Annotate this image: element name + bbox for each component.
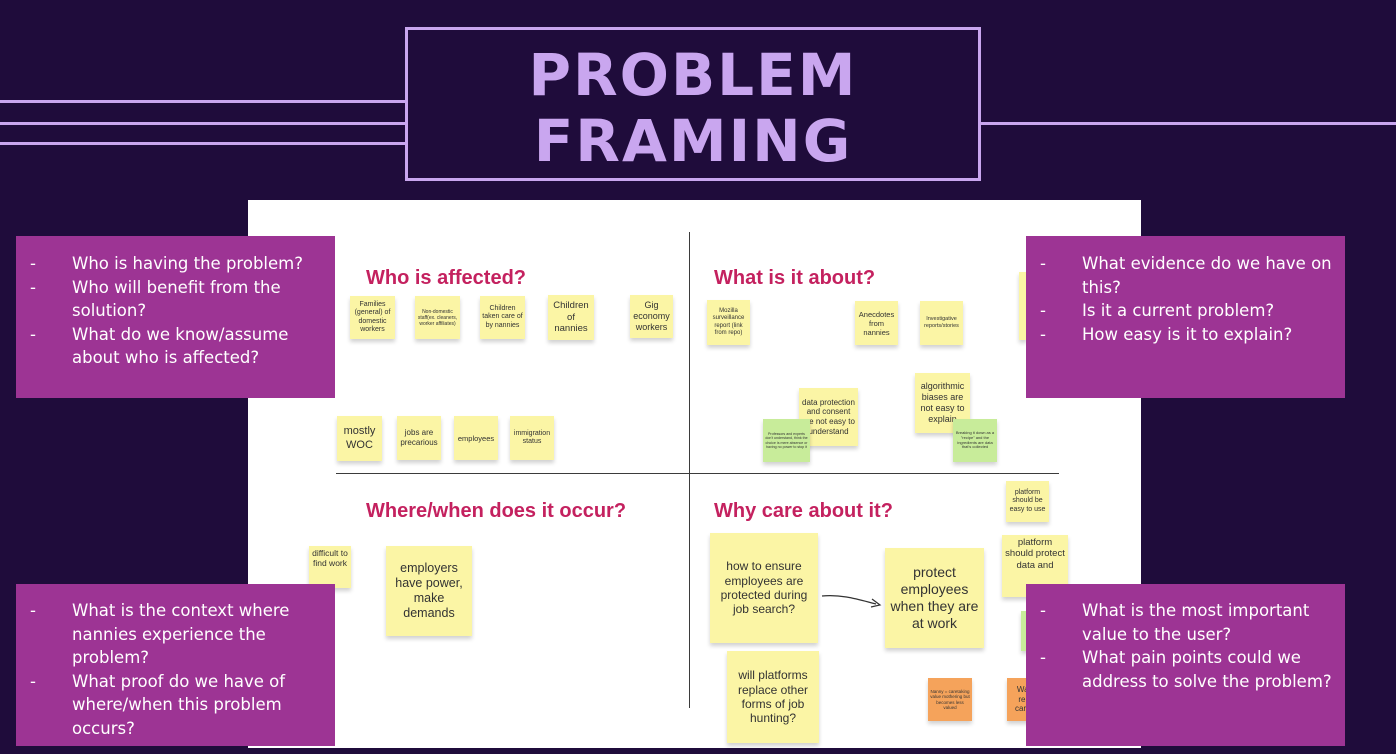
heading-why-care: Why care about it? xyxy=(714,500,893,522)
decorative-line xyxy=(0,100,405,103)
arrow-icon xyxy=(821,595,882,608)
sticky-note[interactable]: Non-domestic staff(ex. cleaners, worker … xyxy=(415,296,460,339)
question-item: What proof do we have of where/when this… xyxy=(16,670,335,741)
title-box: PROBLEM FRAMING xyxy=(405,27,981,181)
sticky-note[interactable] xyxy=(1019,272,1027,340)
question-item: Is it a current problem? xyxy=(1026,299,1345,323)
questions-where: What is the context where nannies experi… xyxy=(16,584,335,746)
question-item: What do we know/assume about who is affe… xyxy=(16,323,335,370)
sticky-note[interactable]: Investigative reports/stories xyxy=(920,301,963,345)
decorative-line xyxy=(0,122,405,125)
sticky-note-green[interactable]: Professors and experts don't understand,… xyxy=(763,419,810,462)
question-item: Who will benefit from the solution? xyxy=(16,276,335,323)
question-item: What pain points could we address to sol… xyxy=(1026,646,1345,693)
decorative-line xyxy=(0,142,405,145)
sticky-note[interactable]: jobs are precarious xyxy=(397,416,441,460)
heading-where-when: Where/when does it occur? xyxy=(366,500,627,522)
sticky-note[interactable]: platform should be easy to use xyxy=(1006,481,1049,522)
framing-board xyxy=(248,200,1141,748)
vertical-divider xyxy=(689,232,690,708)
questions-who: Who is having the problem? Who will bene… xyxy=(16,236,335,398)
sticky-note[interactable]: Gig economy workers xyxy=(630,295,673,338)
sticky-note[interactable]: Anecdotes from nannies xyxy=(855,301,898,345)
sticky-note[interactable]: data protection and consent are not easy… xyxy=(799,388,858,446)
sticky-note[interactable]: Families (general) of domestic workers xyxy=(350,296,395,339)
heading-who-affected: Who is affected? xyxy=(366,267,527,289)
sticky-note[interactable]: will platforms replace other forms of jo… xyxy=(727,651,819,743)
sticky-note[interactable]: how to ensure employees are protected du… xyxy=(710,533,818,643)
question-item: How easy is it to explain? xyxy=(1026,323,1345,347)
question-item: What is the most important value to the … xyxy=(1026,599,1345,646)
question-item: What is the context where nannies experi… xyxy=(16,599,335,670)
horizontal-divider xyxy=(336,473,1059,474)
sticky-note[interactable]: difficult to find work xyxy=(309,546,351,588)
title-line-2: FRAMING xyxy=(533,107,853,175)
sticky-note[interactable]: Children of nannies xyxy=(548,295,594,340)
sticky-note[interactable]: immigration status xyxy=(510,416,554,460)
decorative-line xyxy=(981,122,1396,125)
questions-why: What is the most important value to the … xyxy=(1026,584,1345,746)
sticky-note[interactable]: employers have power, make demands xyxy=(386,546,472,636)
sticky-note[interactable]: Mozilla surveillance report (link from r… xyxy=(707,300,750,345)
sticky-note-green[interactable] xyxy=(1021,611,1029,651)
question-item: What evidence do we have on this? xyxy=(1026,252,1345,299)
sticky-note[interactable]: Children taken care of by nannies xyxy=(480,296,525,339)
sticky-note[interactable]: employees xyxy=(454,416,498,460)
sticky-note[interactable]: protect employees when they are at work xyxy=(885,548,984,648)
title-line-1: PROBLEM xyxy=(528,41,858,109)
sticky-note[interactable]: mostly WOC xyxy=(337,416,382,461)
sticky-note-orange[interactable]: Nanny = caretaking value mothering but b… xyxy=(928,678,972,721)
sticky-note-green[interactable]: Breaking it down as a "recipe" and the i… xyxy=(953,419,997,462)
heading-what-about: What is it about? xyxy=(714,267,876,289)
questions-what: What evidence do we have on this? Is it … xyxy=(1026,236,1345,398)
question-item: Who is having the problem? xyxy=(16,252,335,276)
